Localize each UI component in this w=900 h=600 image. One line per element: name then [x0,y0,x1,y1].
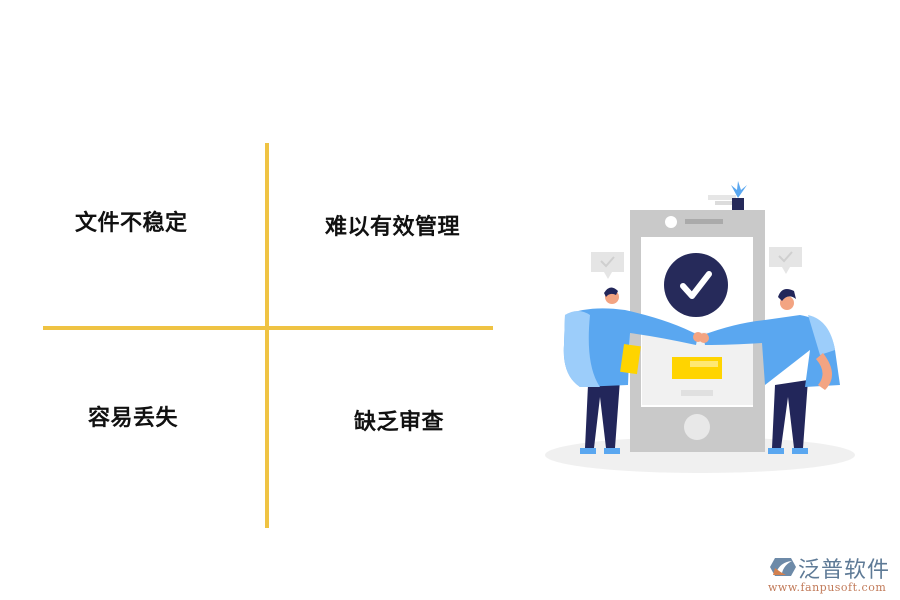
quadrant-label-hard-to-manage: 难以有效管理 [325,215,461,240]
quadrant-label-easily-lost: 容易丢失 [88,406,179,431]
horizontal-divider [43,326,493,330]
logo-url: www.fanpusoft.com [768,581,887,594]
logo-name: 泛普软件 [798,558,891,583]
person-left [563,287,703,454]
checkmark-icon [664,253,728,317]
quadrant-label-lack-review: 缺乏审查 [354,410,445,435]
speech-bubble-check-icon [591,252,624,279]
logo-mark-icon [770,558,796,576]
speech-bubble-check-icon [769,247,802,274]
teamwork-illustration [545,181,855,473]
fanpusoft-logo[interactable]: 泛普软件 www.fanpusoft.com [768,552,898,597]
vertical-divider [265,143,269,528]
person-right [699,289,840,454]
plant-icon [708,181,747,210]
quadrant-label-unstable-files: 文件不稳定 [75,211,188,236]
